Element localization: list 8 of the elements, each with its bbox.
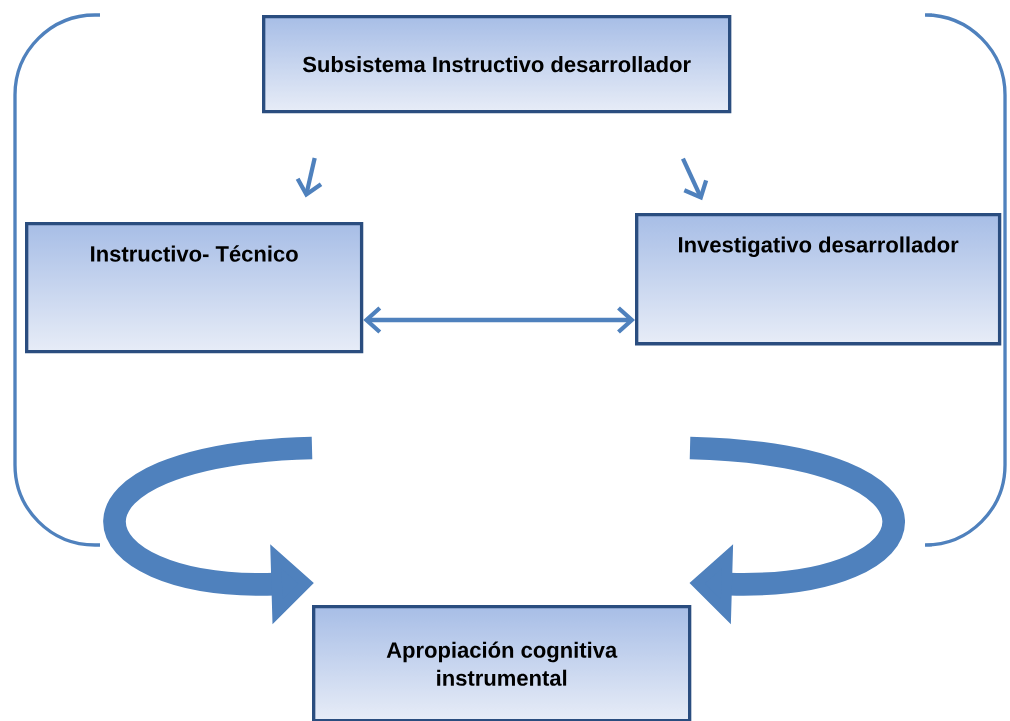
arrow [295,157,323,198]
curved-arrow [689,436,905,625]
text-box: Apropiación cognitiva instrumental [312,605,692,721]
text-box: Subsistema Instructivo desarrollador [262,15,732,114]
text-box: Instructivo- Técnico [25,222,364,354]
text-box: Investigativo desarrollador [635,213,1002,346]
arrow [363,306,635,334]
arrow [681,157,709,201]
